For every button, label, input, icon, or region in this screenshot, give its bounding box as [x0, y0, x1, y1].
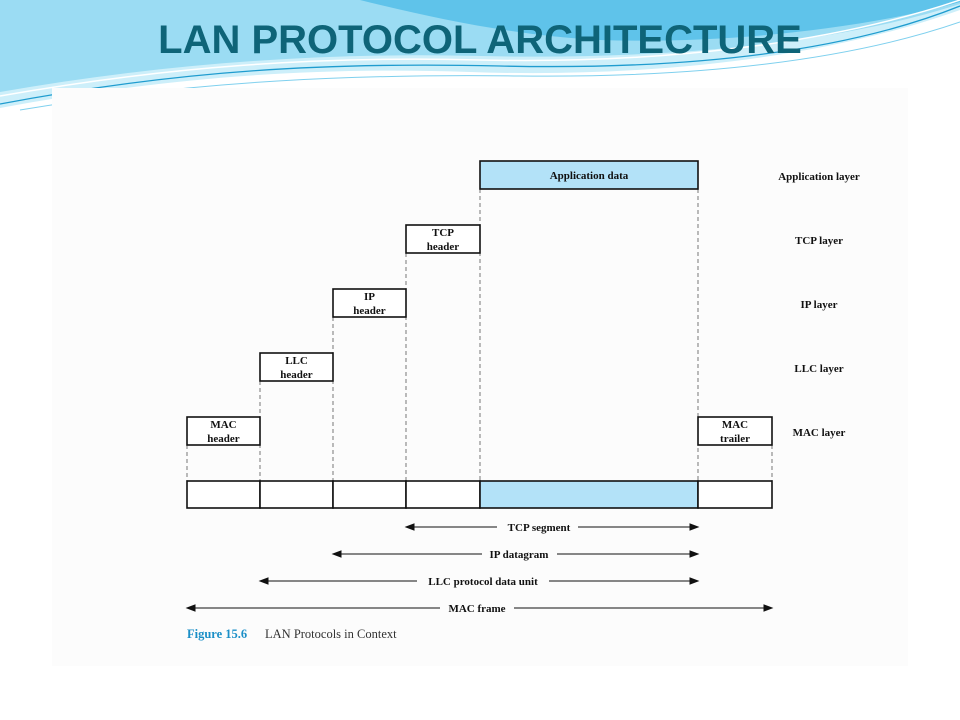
- llc-pdu-label: LLC protocol data unit: [428, 576, 538, 588]
- figure-number: Figure 15.6: [187, 627, 247, 641]
- frame-segment-application-data: [479, 480, 699, 509]
- llc-pdu-arrowhead-left: [258, 577, 269, 585]
- frame-bar: [186, 480, 773, 509]
- tcp-header-label-line2: header: [427, 241, 460, 253]
- ip-datagram-arrowhead-right: [689, 550, 700, 558]
- ip-header-label-line2: header: [353, 305, 386, 317]
- llc-pdu-arrowhead-right: [689, 577, 700, 585]
- frame-segment-ip-header: [332, 480, 407, 509]
- frame-segment-llc-header: [259, 480, 334, 509]
- wave-line-1: [0, 5, 960, 105]
- span-arrows: [185, 523, 774, 612]
- mac-trailer-label-line1: MAC: [722, 419, 748, 431]
- tcp-segment-label: TCP segment: [508, 522, 571, 534]
- tcp-segment-arrowhead-right: [689, 523, 700, 531]
- mac-header-label-line1: MAC: [210, 419, 236, 431]
- ip-header-box: [332, 288, 407, 318]
- tcp-header-label-line1: TCP: [432, 227, 454, 239]
- header-boxes: [186, 160, 773, 446]
- llc-header-label-line2: header: [280, 369, 313, 381]
- layer-label-mac: MAC layer: [793, 427, 846, 439]
- mac-header-label-line2: header: [207, 433, 240, 445]
- mac-frame-arrowhead-right: [763, 604, 774, 612]
- figure-panel: Application data TCP header IP header LL…: [52, 88, 908, 666]
- llc-header-box: [259, 352, 334, 382]
- layer-label-llc: LLC layer: [794, 363, 843, 375]
- figure-title: LAN Protocols in Context: [265, 627, 397, 641]
- wave-band-dark: [360, 0, 960, 41]
- protocol-diagram: Application data TCP header IP header LL…: [185, 160, 860, 641]
- mac-frame-arrowhead-left: [185, 604, 196, 612]
- layer-label-ip: IP layer: [801, 299, 838, 311]
- application-data-box: [479, 160, 699, 190]
- ip-datagram-arrowhead-left: [331, 550, 342, 558]
- ip-datagram-label: IP datagram: [490, 549, 549, 561]
- tcp-header-box: [405, 224, 481, 254]
- layer-label-tcp: TCP layer: [795, 235, 843, 247]
- frame-segment-mac-trailer: [697, 480, 773, 509]
- wave-line-2: [0, 0, 960, 97]
- ip-header-label-line1: IP: [364, 291, 375, 303]
- mac-header-box: [186, 416, 261, 446]
- frame-segment-mac-header: [186, 480, 261, 509]
- application-data-label: Application data: [550, 170, 629, 182]
- tcp-segment-arrowhead-left: [404, 523, 415, 531]
- llc-header-label-line1: LLC: [285, 355, 308, 367]
- mac-trailer-box: [697, 416, 773, 446]
- slide-title: LAN PROTOCOL ARCHITECTURE: [158, 18, 802, 62]
- layer-label-application: Application layer: [778, 171, 860, 183]
- mac-trailer-label-line2: trailer: [720, 433, 750, 445]
- mac-frame-label: MAC frame: [448, 603, 505, 615]
- frame-segment-tcp-header: [405, 480, 481, 509]
